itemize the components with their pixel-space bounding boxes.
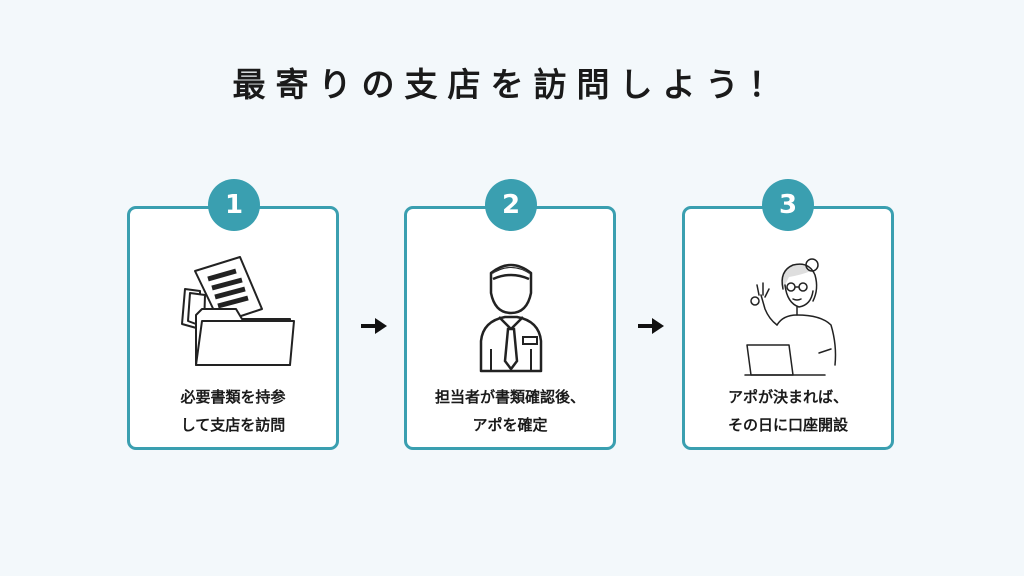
step-number-1: 1 [208,179,260,231]
step-number-3: 3 [762,179,814,231]
step-card-3: アポが決まれば、 その日に口座開設 [682,206,894,450]
step-3-line-2: その日に口座開設 [727,416,848,434]
step-1-line-1: 必要書類を持参 [180,388,286,406]
step-caption-1: 必要書類を持参 して支店を訪問 [130,383,336,439]
step-caption-3: アポが決まれば、 その日に口座開設 [685,383,891,439]
step-caption-2: 担当者が書類確認後、 アポを確定 [407,383,613,439]
step-3-line-1: アポが決まれば、 [727,388,848,406]
arrow-right-icon [638,318,664,334]
staff-person-icon [479,263,543,373]
step-number-2: 2 [485,179,537,231]
document-folder-icon [181,256,295,366]
woman-laptop-icon [744,258,837,376]
step-2-line-1: 担当者が書類確認後、 [434,388,585,406]
step-1-line-2: して支店を訪問 [180,416,286,434]
page-title: 最寄りの支店を訪問しよう！ [232,65,792,104]
arrow-right-icon [361,318,387,334]
step-2-line-2: アポを確定 [472,416,548,434]
step-card-1: 必要書類を持参 して支店を訪問 [127,206,339,450]
step-card-2: 担当者が書類確認後、 アポを確定 [404,206,616,450]
